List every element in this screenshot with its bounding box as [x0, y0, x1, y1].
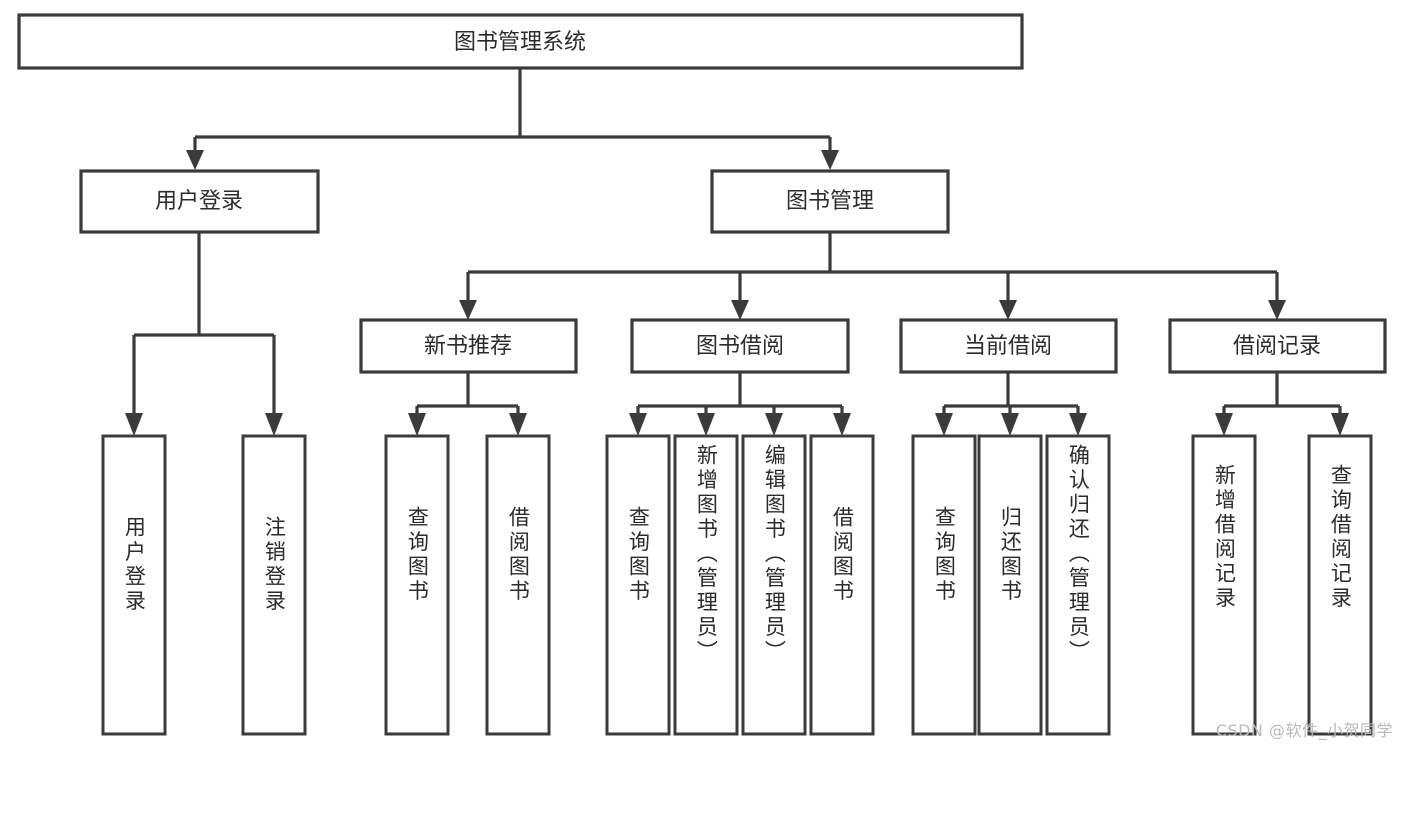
arrowhead-leaf-currentborrow-1	[935, 413, 953, 436]
arrowhead-book-borrow	[731, 300, 749, 320]
node-book-manage-label: 图书管理	[786, 189, 874, 214]
node-new-book-recommend[interactable]	[359, 318, 578, 374]
node-root[interactable]	[17, 13, 1024, 70]
arrowhead-leaf-bookborrow-4	[833, 413, 851, 436]
node-borrow-record[interactable]	[1168, 318, 1387, 374]
arrowhead-leaf-newbook-1	[408, 413, 426, 436]
arrowhead-leaf-borrowrecord-2	[1331, 413, 1349, 436]
leaf-box-borrowrecord-2[interactable]	[1307, 434, 1373, 736]
leaf-box-bookborrow-1[interactable]	[605, 434, 671, 736]
leaf-box-newbook-2[interactable]	[485, 434, 551, 736]
horizontal-label-layer: 图书管理系统 用户登录 图书管理 新书推荐 图书借阅 当前借阅 借阅记录	[155, 30, 1321, 359]
node-new-book-recommend-label: 新书推荐	[424, 334, 512, 359]
leaf-box-currentborrow-3[interactable]	[1045, 434, 1111, 736]
node-user-login-label: 用户登录	[155, 189, 243, 214]
arrowhead-leaf-newbook-2	[509, 413, 527, 436]
leaf-box-bookborrow-3[interactable]	[741, 434, 807, 736]
csdn-watermark: CSDN @软件_小贺同学	[1215, 721, 1393, 740]
flowchart-canvas: 图书管理系统 用户登录 图书管理 新书推荐 图书借阅 当前借阅 借阅记录 用户登…	[17, 13, 1393, 740]
node-book-manage[interactable]	[710, 169, 950, 234]
leaf-box-currentborrow-2[interactable]	[977, 434, 1043, 736]
arrowhead-leaf-currentborrow-3	[1069, 413, 1087, 436]
arrowhead-leaf-user-login-2	[265, 413, 283, 436]
node-current-borrow-label: 当前借阅	[964, 334, 1052, 359]
node-borrow-record-label: 借阅记录	[1233, 334, 1321, 359]
flowchart-svg: 图书管理系统 用户登录 图书管理 新书推荐 图书借阅 当前借阅 借阅记录	[17, 13, 1387, 736]
arrowhead-leaf-bookborrow-1	[629, 413, 647, 436]
arrowhead-new-book	[459, 300, 477, 320]
leaf-box-bookborrow-4[interactable]	[809, 434, 875, 736]
arrowhead-leaf-bookborrow-3	[765, 413, 783, 436]
leaf-box-currentborrow-1[interactable]	[911, 434, 977, 736]
node-current-borrow[interactable]	[899, 318, 1118, 374]
node-user-login[interactable]	[79, 169, 320, 234]
arrowhead-current-borrow	[999, 300, 1017, 320]
node-root-label: 图书管理系统	[454, 30, 586, 55]
node-book-borrow[interactable]	[630, 318, 850, 374]
arrowhead-leaf-bookborrow-2	[697, 413, 715, 436]
arrowhead-leaf-currentborrow-2	[1001, 413, 1019, 436]
arrowhead-book-manage	[821, 150, 839, 170]
connector-layer	[132, 68, 1342, 413]
leaf-box-newbook-1[interactable]	[384, 434, 450, 736]
node-book-borrow-label: 图书借阅	[696, 334, 784, 359]
leaf-box-bookborrow-2[interactable]	[673, 434, 739, 736]
arrowhead-borrow-record	[1268, 300, 1286, 320]
arrowhead-layer	[125, 150, 1349, 436]
leaf-box-user-login-1[interactable]	[101, 434, 167, 736]
leaf-box-borrowrecord-1[interactable]	[1191, 434, 1257, 736]
arrowhead-leaf-borrowrecord-1	[1215, 413, 1233, 436]
arrowhead-user-login	[186, 150, 204, 170]
node-layer	[17, 13, 1387, 736]
leaf-box-user-login-2[interactable]	[241, 434, 307, 736]
arrowhead-leaf-user-login-1	[125, 413, 143, 436]
